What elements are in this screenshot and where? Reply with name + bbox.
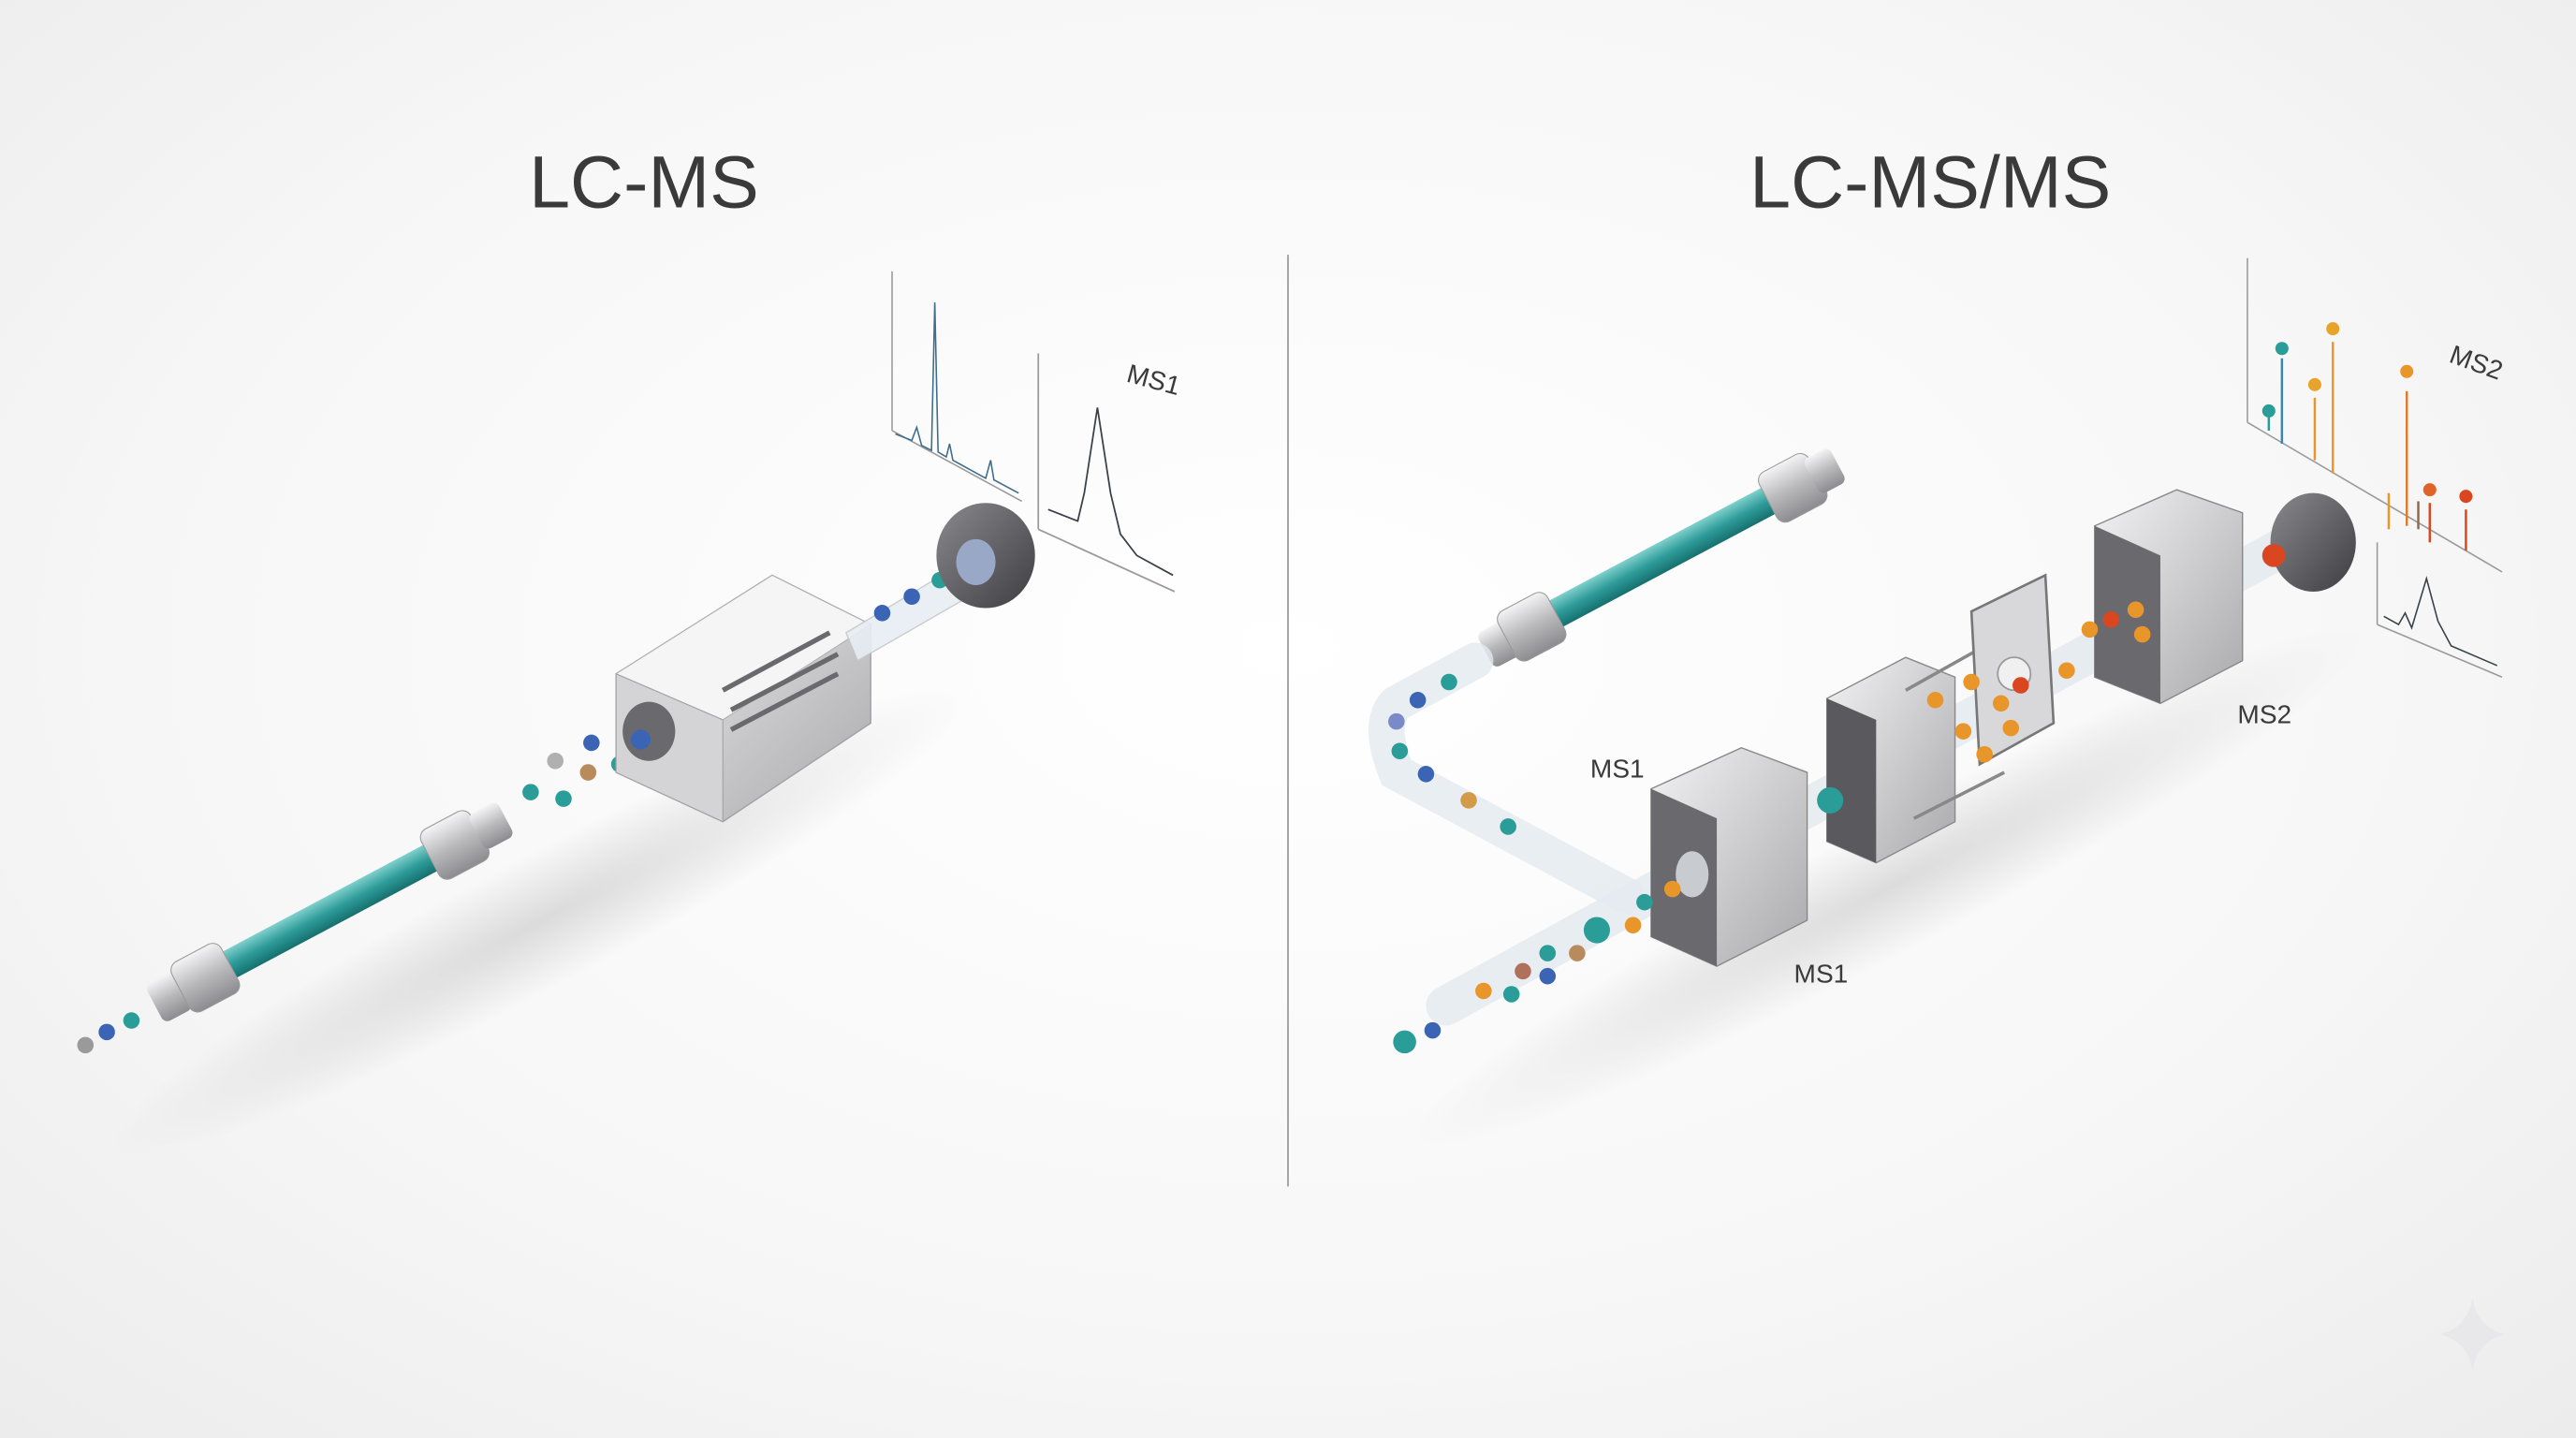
ms1-spectrum: [1037, 353, 1176, 593]
particle: [1817, 786, 1844, 814]
shadow: [1409, 626, 2369, 1149]
particle: [98, 1023, 115, 1041]
ms2-stage-label: MS2: [2237, 699, 2291, 728]
particle: [2127, 601, 2144, 619]
sparkle-watermark-icon: [2439, 1298, 2506, 1371]
particle: [1583, 917, 1610, 944]
particle: [77, 1036, 95, 1054]
lc-column: [1478, 448, 1845, 667]
ms2-quadrupole: [2094, 489, 2244, 705]
particle: [1954, 723, 1972, 740]
particle: [2058, 662, 2075, 679]
particle: [555, 790, 572, 807]
particle: [1926, 692, 1944, 709]
particle: [123, 1012, 140, 1029]
mass-analyzer: [615, 574, 872, 823]
collision-cell-frame: [1825, 573, 2056, 864]
particle: [2102, 611, 2120, 628]
ms2-chromatogram: [2376, 542, 2503, 678]
ms1-chromatogram: [891, 271, 1023, 503]
peak-marker: [2400, 364, 2414, 378]
particle: [547, 752, 564, 770]
analyte-particles: [77, 734, 628, 1054]
particle: [1502, 986, 1520, 1003]
particle: [583, 734, 600, 752]
particle: [1569, 945, 1586, 961]
lc-column: [146, 802, 513, 1021]
peak-marker: [2307, 377, 2321, 391]
particle: [1976, 745, 1993, 763]
particle: [1624, 917, 1642, 934]
particle: [1475, 982, 1492, 1000]
particle: [1388, 712, 1405, 730]
particle: [2002, 719, 2020, 737]
transfer-tube: [1368, 642, 1645, 914]
shadow: [106, 682, 979, 1159]
particle: [1393, 1030, 1416, 1054]
ms1-stage-label: MS1: [1590, 754, 1645, 783]
particle: [1391, 742, 1409, 759]
ms2-chart-label: MS2: [2446, 340, 2507, 386]
ms1-quadrupole: [1650, 746, 1808, 967]
peak-marker: [2275, 342, 2289, 356]
ms1-chart-label: MS1: [1124, 359, 1184, 401]
particle: [579, 764, 597, 781]
particle: [2133, 625, 2151, 643]
peak-marker: [2422, 483, 2437, 497]
particle: [1663, 880, 1681, 898]
ms2-spectrum: [2247, 257, 2503, 573]
lc-ms-setup: MS1: [77, 271, 1184, 1159]
particle: [903, 588, 920, 606]
particle: [522, 784, 539, 800]
right-panel-title: LC-MS/MS: [1749, 140, 2111, 223]
particle: [873, 605, 891, 622]
particle: [1460, 792, 1477, 809]
particle: [1539, 967, 1557, 985]
particle: [1963, 673, 1980, 691]
detector: [2261, 492, 2356, 592]
particle: [1417, 766, 1435, 783]
analyte-particles: [1388, 601, 2151, 1054]
peak-marker: [2326, 322, 2340, 336]
lc-ms-ms-setup: MS1 MS1 MS2 MS2: [1368, 257, 2507, 1149]
ms1-stage-label: MS1: [1794, 960, 1849, 989]
particle: [1539, 945, 1557, 961]
particle: [1992, 695, 2010, 712]
particle: [1441, 673, 1457, 691]
particle: [1636, 893, 1653, 911]
particle: [1500, 818, 1516, 835]
particle: [1515, 962, 1531, 980]
detector: [936, 503, 1035, 609]
peak-marker: [2459, 490, 2473, 504]
peak-marker: [2261, 404, 2276, 418]
particle: [1424, 1021, 1442, 1039]
left-panel-title: LC-MS: [529, 140, 759, 223]
particle: [2012, 677, 2029, 694]
particle: [1409, 692, 1427, 709]
particle: [2081, 621, 2099, 638]
